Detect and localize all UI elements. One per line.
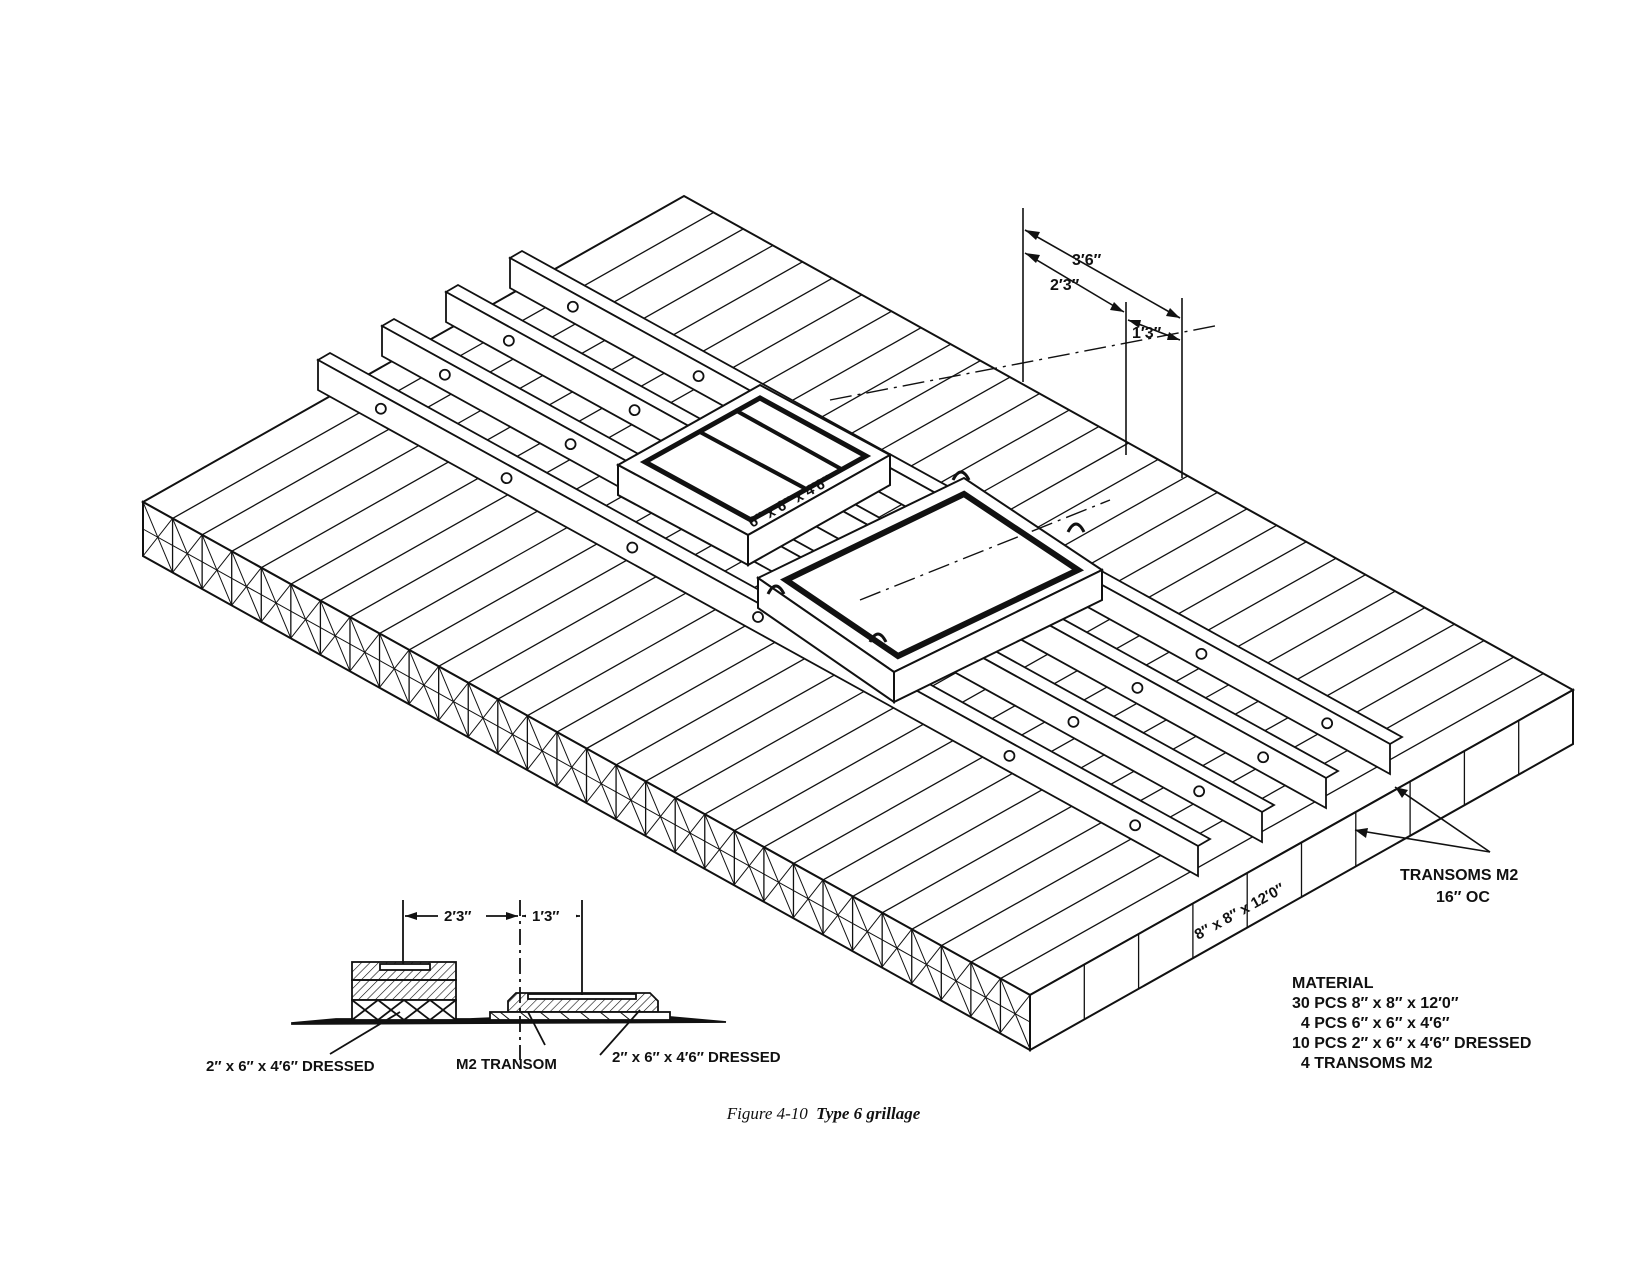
center-lines — [829, 324, 1221, 601]
plan-dimensions — [1022, 208, 1183, 478]
section-detail — [291, 900, 727, 1060]
cap-timber-left — [615, 383, 893, 567]
transoms-spacing: 16″ OC — [1436, 889, 1490, 906]
section-dim-right: 1′3″ — [532, 908, 559, 925]
material-item: 4 TRANSOMS M2 — [1292, 1055, 1433, 1072]
material-heading: MATERIAL — [1292, 975, 1374, 992]
dim-2ft3: 2′3″ — [1050, 277, 1080, 294]
transom-leaders — [1354, 786, 1491, 853]
deck-timber-end-grain — [142, 501, 1031, 1050]
material-item: 10 PCS 2″ x 6″ x 4′6″ DRESSED — [1292, 1035, 1532, 1052]
section-dim-left: 2′3″ — [444, 908, 471, 925]
section-label-left: 2″ x 6″ x 4′6″ DRESSED — [206, 1058, 375, 1075]
figure-title: Type 6 grillage — [816, 1104, 921, 1123]
material-item: 4 PCS 6″ x 6″ x 4′6″ — [1292, 1015, 1450, 1032]
cap-timber-right — [756, 470, 1105, 704]
figure-caption: Figure 4-10 Type 6 grillage — [0, 1104, 1647, 1124]
figure-number: Figure 4-10 — [726, 1104, 808, 1123]
section-label-right: 2″ x 6″ x 4′6″ DRESSED — [612, 1049, 781, 1066]
dim-1ft3: 1′3″ — [1132, 325, 1162, 342]
material-item: 30 PCS 8″ x 8″ x 12′0″ — [1292, 995, 1459, 1012]
material-list: MATERIAL 30 PCS 8″ x 8″ x 12′0″ 4 PCS 6″… — [1292, 974, 1531, 1074]
section-label-transom: M2 TRANSOM — [456, 1056, 557, 1073]
dim-3ft6: 3′6″ — [1072, 252, 1102, 269]
transoms-label: TRANSOMS M2 — [1400, 867, 1518, 884]
